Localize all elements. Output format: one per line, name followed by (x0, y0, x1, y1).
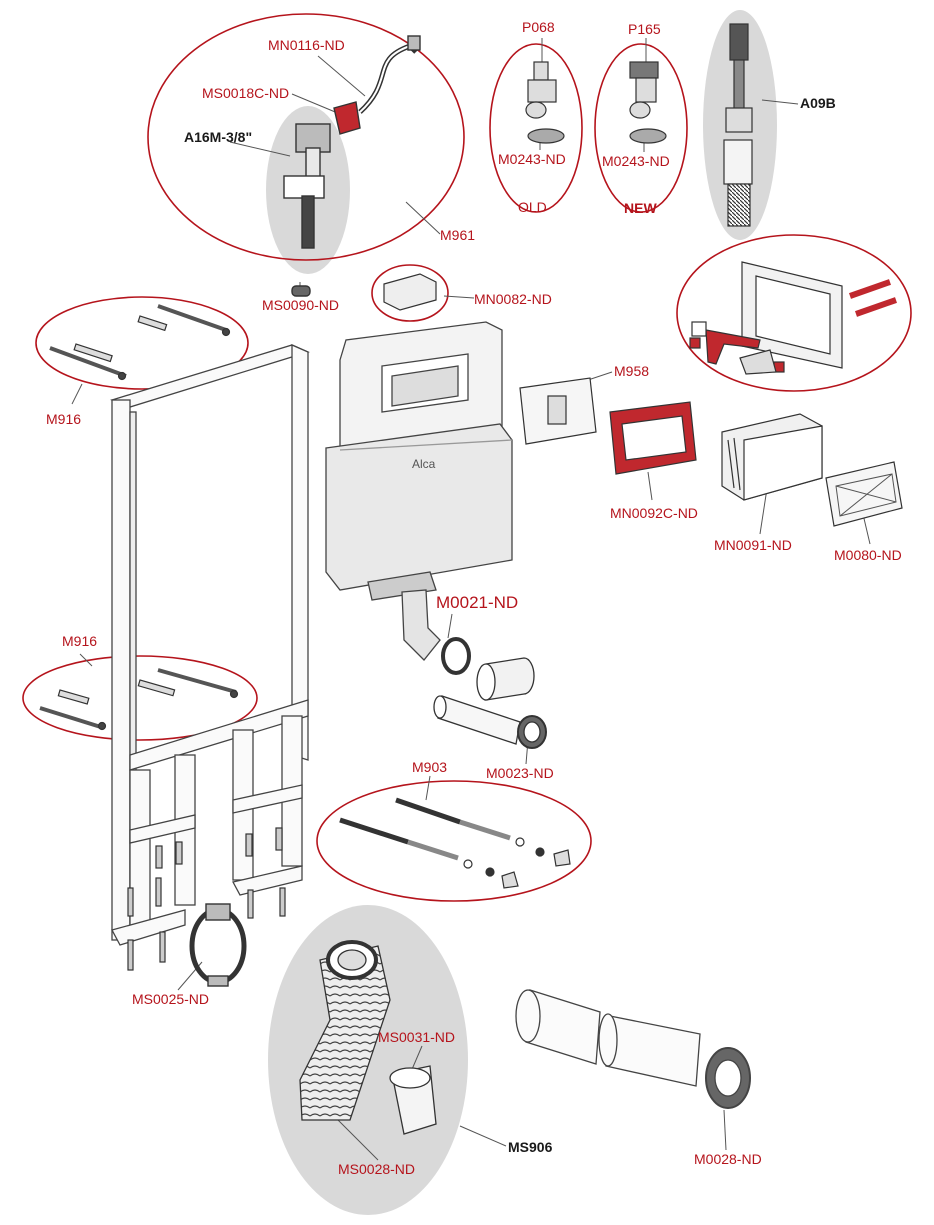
leader-m916-bottom (79, 653, 93, 667)
leader-m916-top (71, 383, 83, 405)
label-m0028: M0028-ND (694, 1151, 762, 1167)
cistern (325, 321, 513, 601)
label-mn0116: MN0116-ND (268, 37, 345, 53)
label-ms0031: MS0031-ND (378, 1029, 456, 1045)
leader-m958 (587, 371, 613, 381)
label-ms0090: MS0090-ND (262, 297, 340, 313)
plate-m0080-cross (835, 473, 897, 517)
leader-a16m (229, 141, 291, 157)
long-pipe-m0028 (515, 989, 751, 1109)
box-mn0091 (721, 413, 823, 501)
drain-bend-ms906 (299, 940, 437, 1135)
mn0082-group-ellipse (371, 264, 449, 322)
label-p068: P068 (522, 19, 555, 35)
label-m958: M958 (614, 363, 650, 379)
angle-valve-p068 (525, 61, 565, 144)
clamp-ms0025 (189, 903, 247, 987)
label-new: NEW (624, 200, 657, 216)
angle-valve-p165 (629, 61, 667, 144)
cistern-outlet-elbow (401, 589, 441, 661)
label-a16m: A16M-3/8" (184, 129, 253, 145)
leader-m0028 (723, 1109, 727, 1151)
bracket-mn0082 (383, 273, 437, 311)
label-m961: M961 (440, 227, 476, 243)
drain-seal-m0021 (441, 637, 535, 701)
label-a09b: A09B (800, 95, 836, 111)
leader-ms906 (459, 1125, 507, 1147)
label-p165: P165 (628, 21, 661, 37)
p165-group-ellipse (594, 43, 688, 213)
leader-mn0116 (317, 55, 366, 97)
label-ms906: MS906 (508, 1139, 553, 1155)
label-mn0092c: MN0092C-ND (610, 505, 698, 521)
leader-ms0018c (291, 93, 341, 115)
label-m916-bottom: M916 (62, 633, 98, 649)
rods-m903 (339, 797, 571, 889)
fill-valve-assembly (283, 35, 421, 297)
m958-group-ellipse (676, 234, 912, 392)
label-ms0028: MS0028-ND (338, 1161, 416, 1177)
bolts-m916-bottom (39, 668, 239, 731)
label-mn0082: MN0082-ND (474, 291, 552, 307)
plate-m0080 (825, 461, 903, 527)
label-m903: M903 (412, 759, 448, 775)
label-m0243-old: M0243-ND (498, 151, 566, 167)
m916-bottom-group-ellipse (22, 655, 258, 741)
brand-logo: Alca (412, 457, 436, 471)
installation-frame (110, 344, 310, 946)
label-mn0091: MN0091-ND (714, 537, 792, 553)
mounting-frame-m958 (519, 377, 597, 445)
m916-top-group-ellipse (35, 296, 249, 390)
leader-mn0082 (443, 295, 475, 299)
p068-group-ellipse (489, 43, 583, 213)
leader-m0021 (447, 613, 453, 639)
label-old: OLD (518, 199, 547, 215)
leader-m903 (425, 775, 431, 801)
m903-group-ellipse (316, 780, 592, 902)
label-ms0025: MS0025-ND (132, 991, 210, 1007)
label-m0080: M0080-ND (834, 547, 902, 563)
flush-valve-a09b (723, 23, 753, 227)
label-m0023: M0023-ND (486, 765, 554, 781)
leader-mn0092c (647, 471, 653, 501)
leader-m961 (405, 201, 441, 235)
label-m0243-new: M0243-ND (602, 153, 670, 169)
frame-bolts (127, 827, 286, 971)
bolts-m916-top (49, 304, 231, 381)
label-m916-top: M916 (46, 411, 82, 427)
frame-mn0092c (609, 401, 697, 475)
label-ms0018c: MS0018C-ND (202, 85, 290, 101)
actuator-mount-m958 (689, 261, 897, 375)
drain-pipe-m0023 (433, 695, 547, 749)
m961-group-ellipse (147, 13, 465, 261)
label-m0021: M0021-ND (436, 593, 519, 612)
leader-a09b (761, 99, 799, 105)
